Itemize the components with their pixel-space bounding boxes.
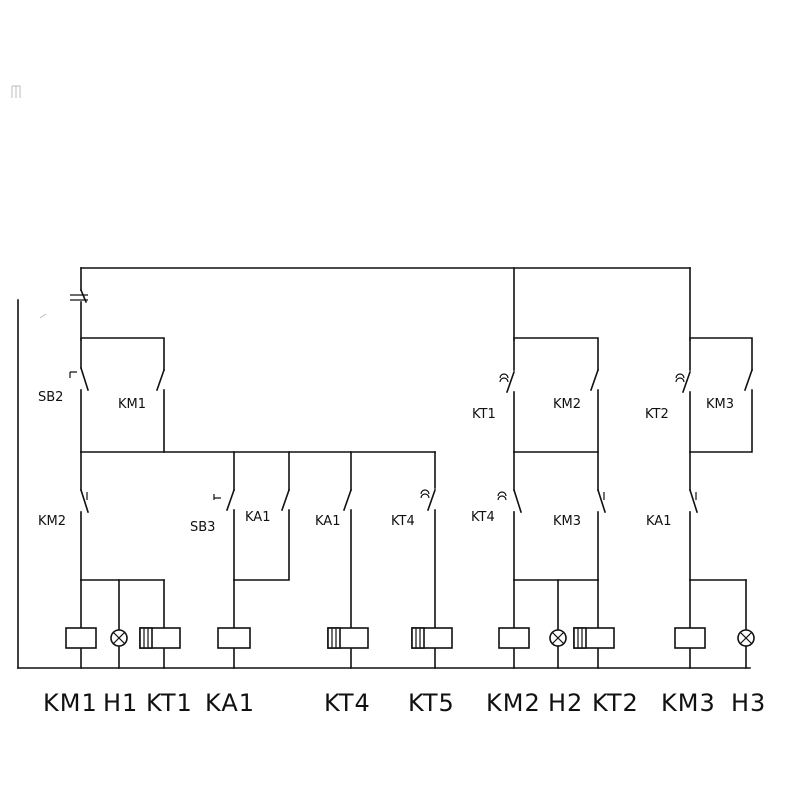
- label-km3-nc: KM3: [553, 514, 581, 529]
- label-sb3: SB3: [190, 520, 215, 535]
- km3-holding-contact: [689, 337, 754, 453]
- label-sb2: SB2: [38, 390, 63, 405]
- kt2-timed-contact: [675, 339, 692, 453]
- kt4-timer-coil: [327, 627, 369, 649]
- sb3-button: [213, 451, 236, 581]
- ka1-nc-contact: [688, 451, 699, 581]
- km1-coil: [65, 579, 97, 669]
- label-ka1-no: KA1: [315, 514, 340, 529]
- bottom-label-km1: KM1: [43, 689, 98, 717]
- label-km1-holding: KM1: [118, 397, 146, 412]
- sb2-start-button: [69, 339, 90, 453]
- label-km3-holding: KM3: [706, 397, 734, 412]
- bottom-label-kt5: KT5: [408, 689, 455, 717]
- ka1-no-contact: [342, 451, 353, 669]
- kt2-timer-coil: [573, 579, 615, 669]
- bottom-label-km3: KM3: [661, 689, 716, 717]
- km2-nc-contact: [79, 451, 90, 581]
- label-kt1-timed: KT1: [472, 407, 496, 422]
- bottom-label-ka1: KA1: [205, 689, 255, 717]
- stop-button-contact: [70, 288, 88, 341]
- ka1-holding-contact: [233, 451, 291, 581]
- bottom-label-kt2: KT2: [592, 689, 639, 717]
- label-kt4-nc: KT4: [471, 510, 495, 525]
- bottom-label-h2: H2: [548, 689, 583, 717]
- label-ka1-holding: KA1: [245, 510, 270, 525]
- bottom-label-h3: H3: [731, 689, 766, 717]
- label-kt2-timed: KT2: [645, 407, 669, 422]
- kt1-timer-coil: [139, 579, 181, 669]
- label-km2-holding: KM2: [553, 397, 581, 412]
- h2-lamp: [549, 579, 567, 669]
- bottom-label-h1: H1: [103, 689, 138, 717]
- label-km2-nc: KM2: [38, 514, 66, 529]
- h3-lamp: [737, 579, 755, 669]
- bottom-label-kt4: KT4: [324, 689, 371, 717]
- supply-bus: [80, 267, 691, 341]
- kt5-timer-coil: [411, 627, 453, 649]
- label-ka1-nc: KA1: [646, 514, 671, 529]
- bottom-label-km2: KM2: [486, 689, 541, 717]
- kt1-timed-contact: [499, 339, 516, 453]
- km3-coil: [674, 579, 706, 669]
- km2-coil: [498, 579, 530, 669]
- kt4-nc-timed-contact: [497, 451, 523, 581]
- h1-lamp: [110, 579, 128, 669]
- bottom-label-kt1: KT1: [146, 689, 193, 717]
- km1-holding-contact: [80, 337, 166, 453]
- ka1-coil: [217, 579, 251, 669]
- stray-marks: [11, 85, 47, 319]
- label-kt4-timed: KT4: [391, 514, 415, 529]
- kt4-timed-contact: [420, 451, 437, 669]
- km3-nc-contact: [596, 451, 607, 581]
- return-bus: [17, 299, 751, 669]
- km2-holding-contact: [513, 337, 600, 453]
